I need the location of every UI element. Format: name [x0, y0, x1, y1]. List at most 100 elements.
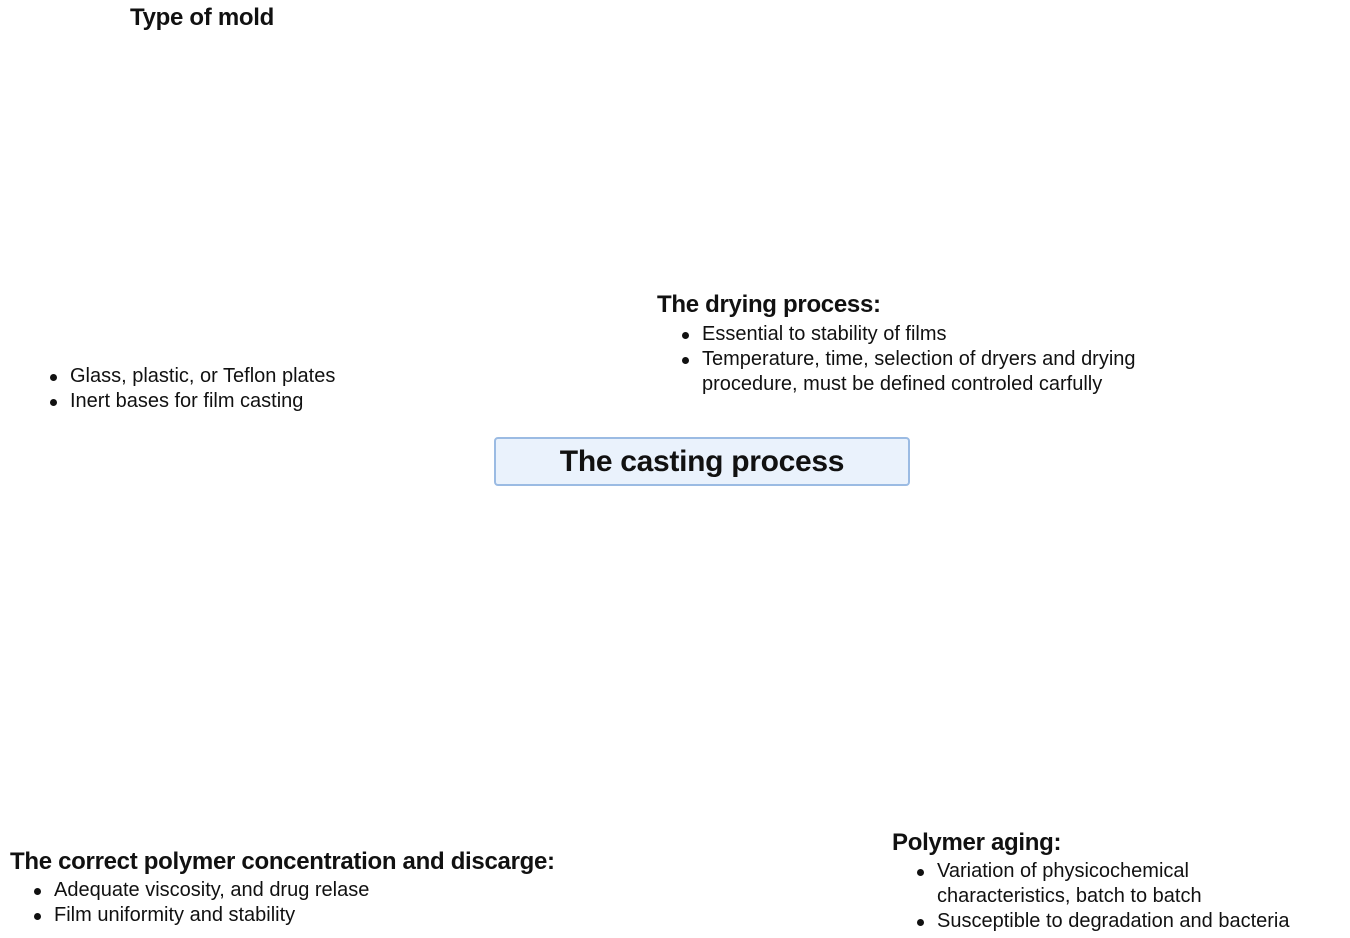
polymer-particle [303, 802, 310, 810]
drying-oven-icon [1059, 147, 1261, 331]
polymer-particle [1060, 754, 1068, 762]
polymer-particle [1186, 597, 1195, 606]
polymer-particle [1098, 619, 1107, 628]
polymer-particle [1102, 578, 1111, 587]
polymer-particle [1250, 768, 1258, 776]
aging-bullet-line: characteristics, batch to batch [937, 885, 1202, 907]
polymer-particle [278, 793, 286, 801]
polymer-particle [268, 585, 279, 596]
glass-plate-icon [13, 304, 153, 335]
polymer-particle [326, 794, 334, 802]
polymer-particle [1066, 550, 1075, 559]
polymer-particle [1166, 606, 1174, 615]
polymer-particle [1178, 589, 1187, 597]
polymer-particle [307, 808, 314, 816]
polymer-particle [296, 588, 307, 599]
polymer-particle [1138, 605, 1147, 614]
polymer-particle [313, 787, 321, 795]
drying-bullet: Temperature, time, selection of dryers a… [676, 347, 1136, 397]
polymer-particle [1065, 525, 1074, 534]
aging-bullet: Variation of physicochemical characteris… [911, 859, 1289, 909]
polymer-particle [1155, 525, 1164, 534]
polymer-particle [1147, 587, 1156, 596]
polymer-particle [358, 792, 366, 800]
polymer-particle [1067, 547, 1076, 556]
polymer-particle [317, 603, 328, 613]
polymer-particle [1161, 586, 1170, 595]
polymer-particle [1110, 548, 1119, 557]
polymer-particle [1175, 605, 1184, 614]
polymer-particle [296, 613, 307, 624]
freeze-dryer-icon [665, 74, 783, 268]
polymer-particle [504, 568, 515, 579]
clock-icon [930, 65, 1044, 179]
polymer-particle [1146, 540, 1155, 549]
polymer-particle [267, 778, 275, 786]
polymer-particle [337, 790, 345, 798]
polymer-particle [344, 617, 355, 628]
polymer-particle [1137, 580, 1146, 589]
teflon-plate-icon [328, 304, 468, 335]
polymer-particle [976, 760, 984, 767]
polymer-particle [1098, 549, 1107, 558]
polymer-particle [341, 633, 351, 644]
pouring-beaker-icon [37, 44, 237, 236]
polymer-particle [1164, 612, 1173, 621]
polymer-particle [453, 795, 461, 803]
polymer-particle [311, 786, 319, 794]
polymer-particle [1147, 618, 1156, 627]
polymer-particle [1137, 557, 1146, 566]
polymer-particle [1067, 575, 1076, 584]
polymer-particle [447, 574, 457, 585]
plastic-plate-icon [171, 304, 311, 335]
polymer-particle [1141, 534, 1150, 543]
cracked-film-icon [932, 707, 1112, 806]
polymer-particle [1181, 547, 1190, 556]
polymer-particle [1172, 580, 1181, 589]
polymer-particle [295, 644, 306, 655]
polymer-film-icon [247, 747, 396, 839]
polymer-particle [1063, 610, 1072, 619]
polymer-particle [1084, 574, 1093, 583]
polymer-particle [1181, 582, 1190, 591]
polymer-particle [260, 658, 271, 669]
concentration-bullets: Adequate viscosity, and drug relase Film… [28, 878, 369, 928]
polymer-particle [1071, 565, 1080, 574]
polymer-particle [323, 631, 334, 642]
aging-title: Polymer aging: [892, 829, 1062, 856]
polymer-particle [345, 589, 356, 599]
polymer-particle [1143, 542, 1152, 551]
polymer-particle [276, 786, 284, 794]
drying-bullet: Essential to stability of films [676, 322, 1136, 347]
polymer-particle [416, 599, 427, 610]
polymer-particle [1064, 763, 1071, 771]
polymer-particle [314, 753, 322, 760]
polymer-particle [278, 569, 288, 580]
polymer-particle [334, 806, 342, 814]
polymer-particle [1073, 608, 1082, 617]
drying-bullets: Essential to stability of films Temperat… [676, 322, 1136, 397]
polymer-particle [343, 629, 354, 640]
polymer-particle [1147, 615, 1156, 624]
polymer-particle [299, 588, 309, 599]
polymer-particle [1075, 586, 1084, 595]
polymer-particle [327, 809, 335, 817]
polymer-particle [504, 624, 515, 634]
concentration-bullet: Film uniformity and stability [28, 903, 369, 928]
polymer-particle [261, 795, 269, 803]
polymer-particle [492, 604, 503, 615]
polymer-particle [267, 567, 278, 578]
polymer-particle [1111, 569, 1120, 578]
polymer-particle [340, 621, 350, 631]
polymer-particle [1025, 722, 1033, 730]
polymer-particle [1087, 574, 1096, 583]
polymer-particle [1233, 737, 1240, 745]
polymer-particle [1096, 526, 1105, 535]
polymer-particle [1073, 582, 1082, 591]
polymer-particle [960, 762, 968, 770]
polymer-particle [1159, 525, 1168, 534]
polymer-particle [473, 606, 484, 617]
polymer-particle [1103, 551, 1112, 560]
polymer-particle [1095, 535, 1104, 544]
polymer-particle [377, 786, 385, 794]
